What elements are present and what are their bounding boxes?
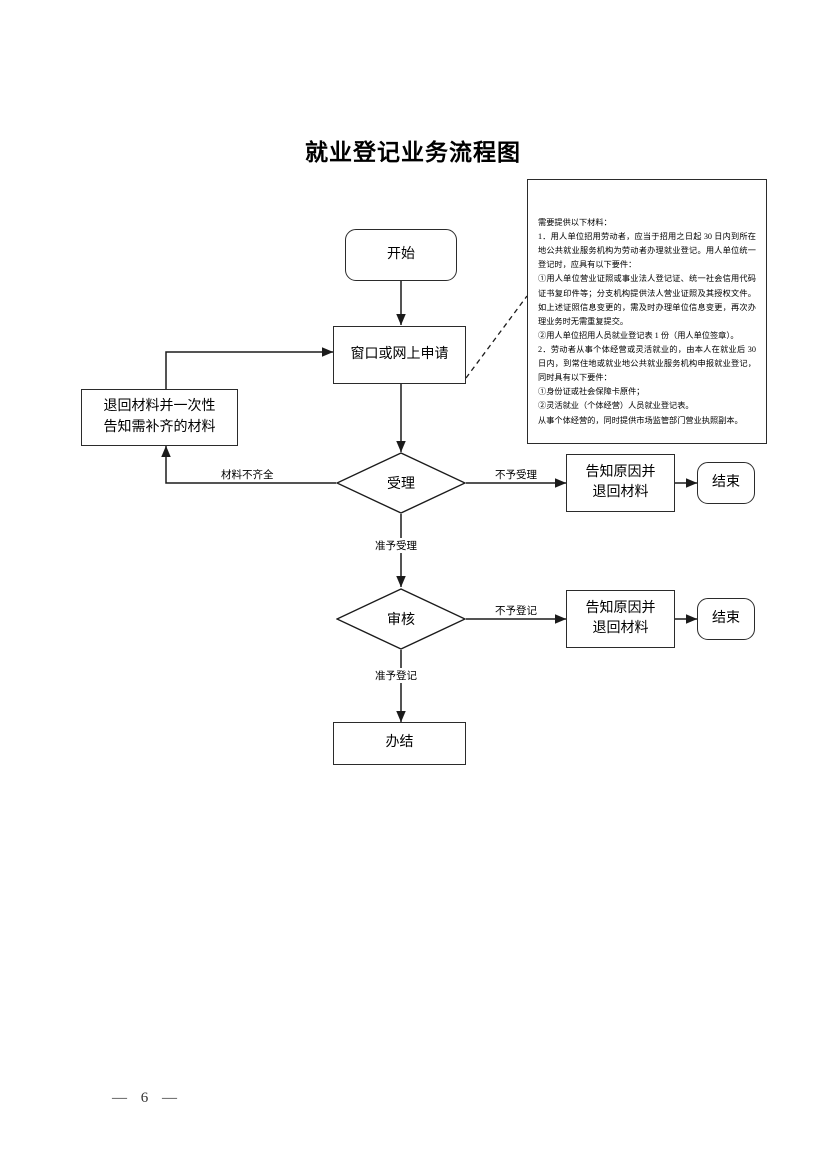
edge-label-materials-incomplete: 材料不齐全 bbox=[219, 467, 276, 482]
flow-node-end-1: 结束 bbox=[697, 462, 755, 504]
note-line-4: 2．劳动者从事个体经营或灵活就业的，由本人在就业后 30 日内，到常住地或就业地… bbox=[538, 344, 756, 383]
note-line-7: 从事个体经营的，同时提供市场监管部门营业执照副本。 bbox=[538, 415, 743, 425]
page-title: 就业登记业务流程图 bbox=[305, 140, 521, 165]
required-materials-note: 需要提供以下材料： 1．用人单位招用劳动者，应当于招用之日起 30 日内到所在地… bbox=[527, 179, 767, 444]
edge-label-registered: 准予登记 bbox=[373, 668, 419, 683]
flow-node-notify-reason-1: 告知原因并 退回材料 bbox=[566, 454, 675, 512]
flow-node-start: 开始 bbox=[345, 229, 457, 281]
diamond-shape bbox=[336, 452, 466, 514]
note-line-3: ②用人单位招用人员就业登记表 1 份（用人单位签章）。 bbox=[538, 330, 739, 340]
note-line-1: 1．用人单位招用劳动者，应当于招用之日起 30 日内到所在地公共就业服务机构为劳… bbox=[538, 232, 756, 270]
flow-node-return-materials: 退回材料并一次性 告知需补齐的材料 bbox=[81, 389, 238, 446]
flow-node-review-label: 审核 bbox=[387, 613, 415, 628]
note-line-6: ②灵活就业（个体经营）人员就业登记表。 bbox=[538, 401, 694, 411]
flow-node-accept-label: 受理 bbox=[387, 477, 415, 492]
flow-node-done: 办结 bbox=[333, 722, 466, 765]
flow-node-end-2: 结束 bbox=[697, 598, 755, 640]
note-line-5: ①身份证或社会保障卡原件； bbox=[538, 387, 645, 397]
flow-node-apply: 窗口或网上申请 bbox=[333, 326, 466, 384]
edge-label-accepted: 准予受理 bbox=[373, 538, 419, 553]
page-number-footer: — 6 — bbox=[112, 1090, 182, 1106]
edge-apply-to-note-callout bbox=[465, 295, 528, 379]
note-line-2: ①用人单位营业证照或事业法人登记证、统一社会信用代码证书复印件等；分支机构提供法… bbox=[538, 274, 756, 326]
flow-node-accept: 受理 bbox=[336, 452, 466, 514]
edge-label-not-accepted: 不予受理 bbox=[493, 467, 539, 482]
edge-return-to-apply bbox=[165, 347, 334, 389]
note-heading: 需要提供以下材料： bbox=[538, 218, 612, 227]
flow-node-review: 审核 bbox=[336, 588, 466, 650]
flow-node-notify-reason-2: 告知原因并 退回材料 bbox=[566, 590, 675, 648]
diamond-shape bbox=[336, 588, 466, 650]
edge-label-not-registered: 不予登记 bbox=[493, 603, 539, 618]
